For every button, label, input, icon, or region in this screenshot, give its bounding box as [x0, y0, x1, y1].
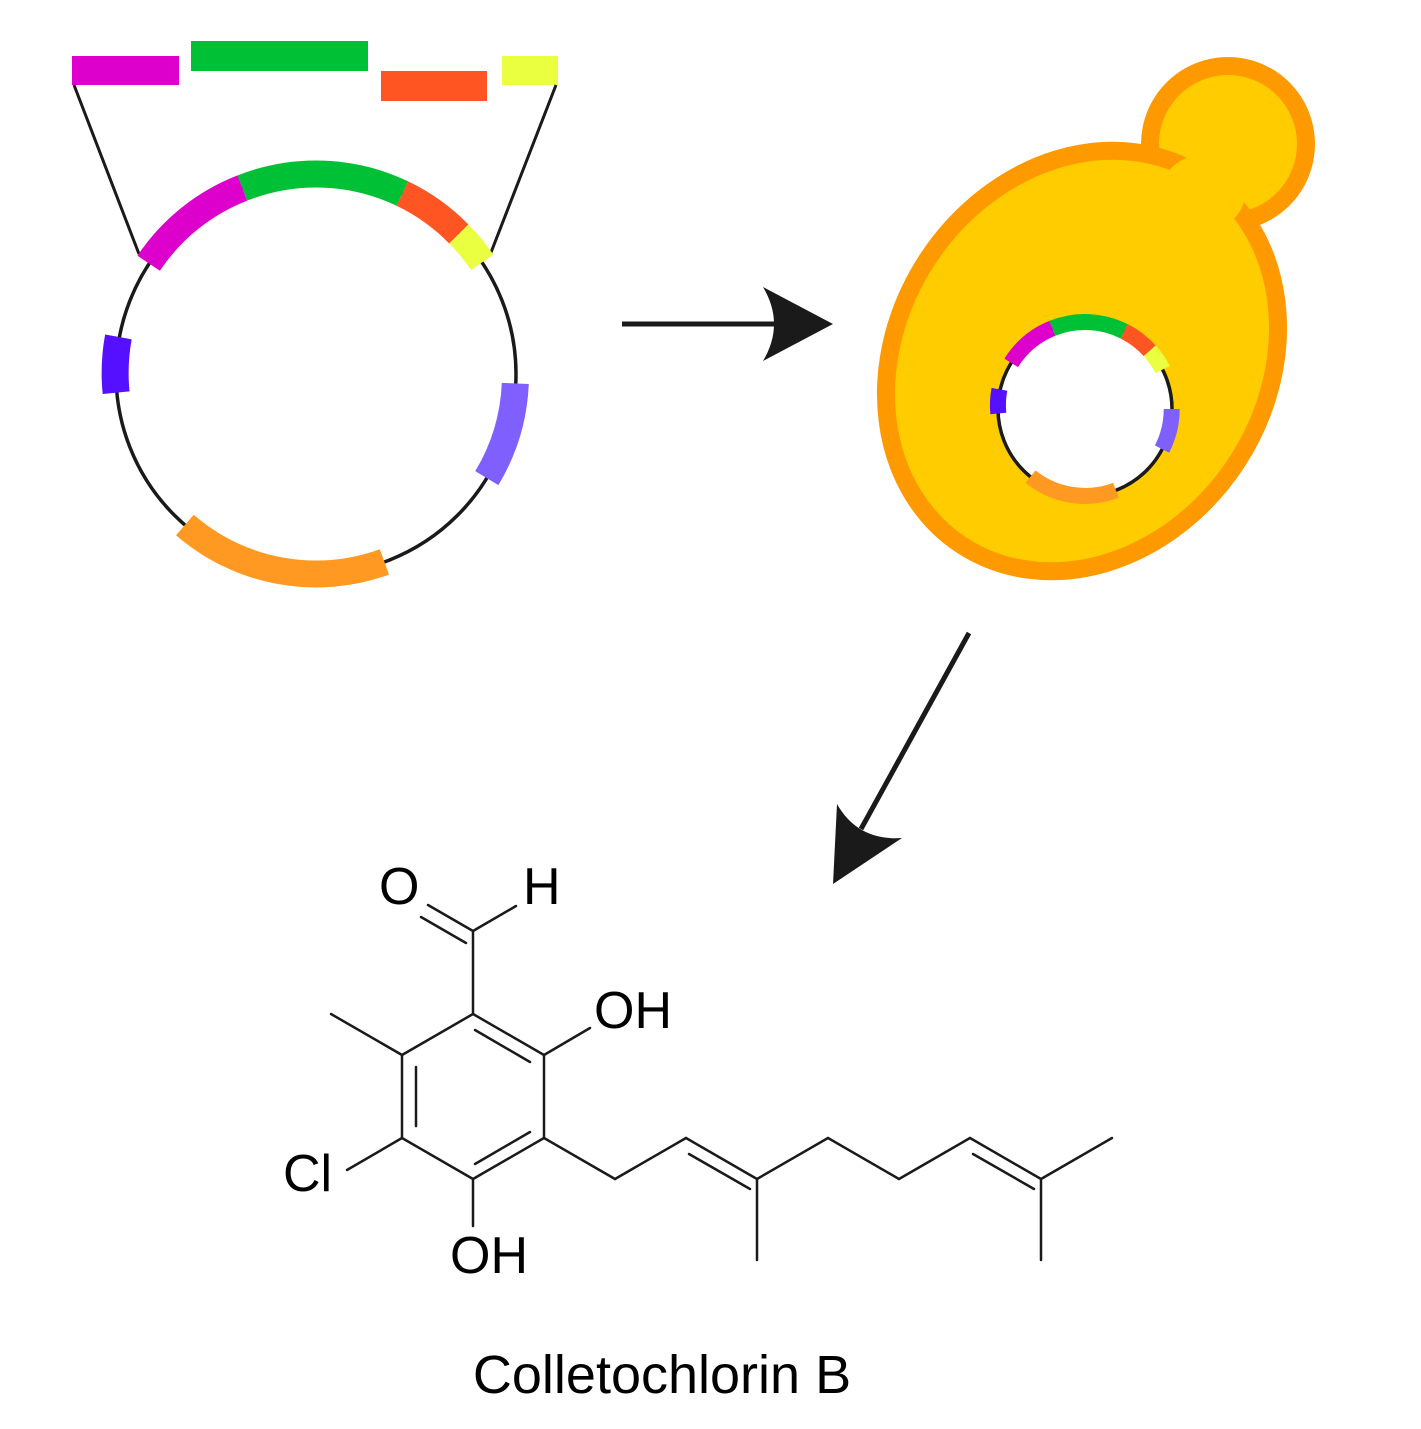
plasmid-segment-magenta	[137, 175, 248, 271]
atom-labels: O H OH Cl OH	[283, 858, 672, 1285]
insertion-lines	[72, 84, 558, 256]
gene-fragment-magenta	[72, 56, 179, 85]
plasmid-segment-yellow	[449, 224, 494, 271]
plasmid-small-segment-green	[1049, 314, 1128, 339]
arrow-down-left-head	[833, 804, 902, 884]
atom-label-oh-top: OH	[594, 982, 672, 1040]
ring-double-bond	[473, 1130, 532, 1166]
atom-label-h: H	[523, 858, 561, 916]
plasmid-segment-lavender	[475, 382, 529, 486]
plasmid-small-segment-yellow	[1143, 345, 1170, 374]
chain-bond	[613, 1136, 688, 1181]
aldehyde-carbonyl-bond	[419, 915, 468, 945]
plasmid-small-segment-magenta	[1004, 320, 1056, 368]
chain-bond	[755, 1136, 830, 1181]
chain-double-bond	[687, 1152, 752, 1191]
plasmid-small-segment-violet	[989, 387, 1008, 415]
chain-bond	[826, 1136, 901, 1181]
plasmid-small-segment-red-orange	[1120, 324, 1156, 357]
chloro-bond	[345, 1136, 404, 1172]
insertion-line-left	[72, 84, 141, 255]
chain-double-bond	[971, 1152, 1036, 1191]
arrow-right	[622, 287, 833, 361]
methyl-bond	[329, 1012, 404, 1057]
gene-fragment-green	[191, 41, 368, 71]
plasmid-large	[101, 160, 529, 588]
yeast-neck	[1161, 155, 1245, 231]
insertion-line-right	[488, 84, 558, 256]
ring-bond	[471, 1012, 546, 1057]
arrow-right-head	[763, 287, 833, 361]
plasmid-segment-red-orange	[396, 181, 469, 244]
molecule-structure	[329, 903, 1114, 1262]
gene-fragments	[72, 41, 558, 101]
aldehyde-h-bond	[471, 904, 518, 933]
atom-label-o: O	[379, 858, 419, 916]
gene-fragment-yellow	[502, 56, 558, 85]
aldehyde-carbonyl-bond	[426, 903, 475, 933]
atom-label-oh-bottom: OH	[450, 1227, 528, 1285]
plasmid-small-segment-orange	[1025, 470, 1119, 504]
atom-label-cl: Cl	[283, 1145, 332, 1203]
plasmid-small	[989, 314, 1180, 504]
chain-bond	[542, 1136, 617, 1181]
gene-fragment-red-orange	[381, 71, 487, 101]
hydroxyl-bond-top	[542, 1026, 592, 1057]
plasmid-segment-green	[237, 160, 409, 206]
ring-bond	[471, 1136, 546, 1181]
chain-double-bond	[684, 1136, 759, 1181]
plasmid-segment-violet	[101, 334, 132, 395]
ring-bond	[400, 1012, 475, 1057]
plasmid-small-segment-lavender	[1154, 408, 1180, 453]
arrow-down-left-shaft	[858, 631, 972, 831]
chain-bond	[897, 1136, 972, 1181]
plasmid-small-interior	[998, 322, 1172, 496]
chain-double-bond	[968, 1136, 1043, 1181]
arrow-down-left	[833, 631, 972, 884]
ring-bond	[400, 1136, 475, 1181]
molecule-name: Colletochlorin B	[473, 1345, 851, 1405]
plasmid-segment-orange	[176, 514, 390, 588]
ring-double-bond	[473, 1028, 532, 1064]
chain-terminal-methyl-bond	[1039, 1136, 1114, 1181]
